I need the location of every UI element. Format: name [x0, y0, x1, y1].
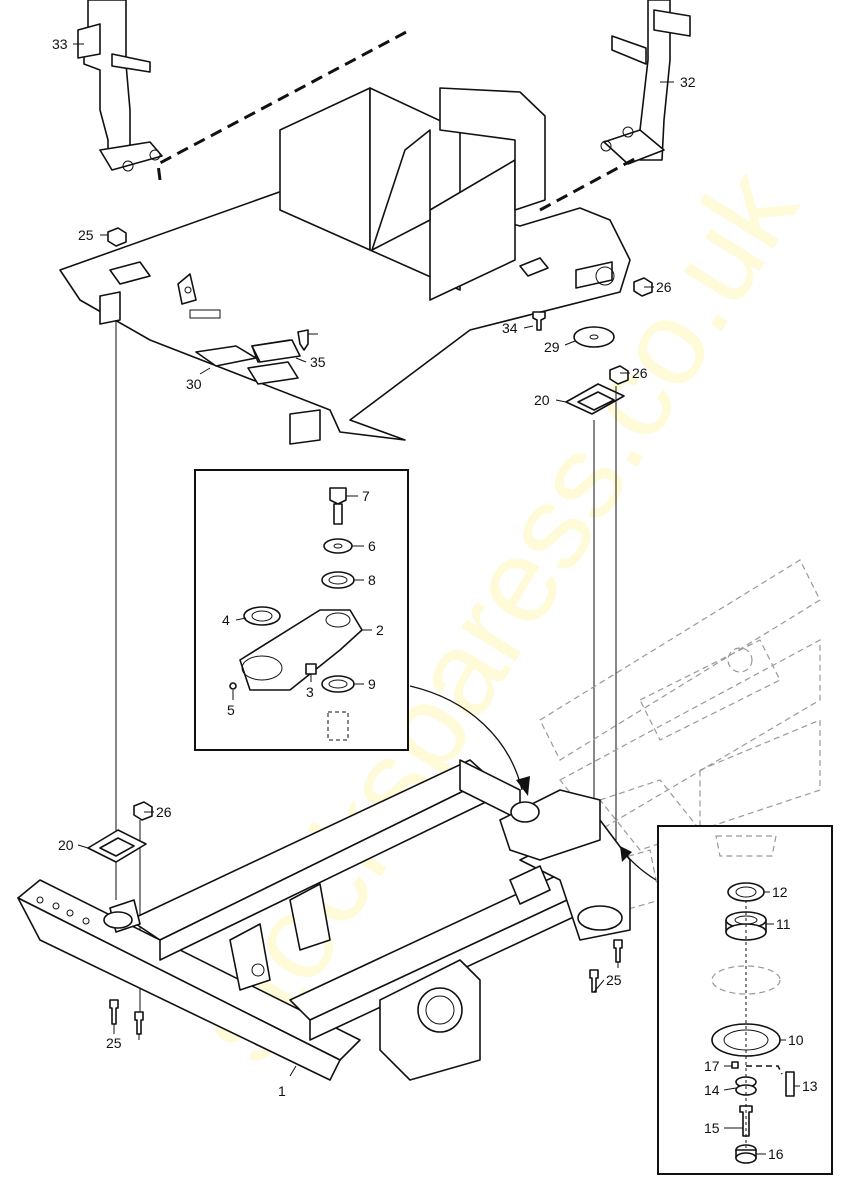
callout-20-upper: 20: [534, 392, 550, 408]
callout-13: 13: [802, 1078, 818, 1094]
alignment-line-left: [156, 28, 411, 181]
callout-25-left: 25: [106, 1035, 122, 1051]
callout-3: 3: [306, 684, 314, 700]
callout-31: 32: [680, 74, 696, 90]
callout-10: 10: [788, 1032, 804, 1048]
callout-16: 16: [768, 1146, 784, 1162]
callout-6: 6: [368, 538, 376, 554]
callout-29: 29: [544, 339, 560, 355]
callout-20-lower: 20: [58, 837, 74, 853]
seat-post-right: [600, 0, 691, 165]
callout-7: 7: [362, 488, 370, 504]
inset-mount-assembly: [657, 825, 833, 1175]
callout-30: 30: [186, 376, 202, 392]
callout-26-top-right: 26: [656, 279, 672, 295]
callout-33: 34: [502, 320, 518, 336]
callout-15: 15: [704, 1120, 720, 1136]
seat-post-left: [77, 0, 163, 172]
alignment-line-right: [539, 154, 641, 212]
leader-lines: [73, 43, 800, 1155]
nut-26-lower-left: [133, 801, 153, 821]
floor-platform: [59, 87, 631, 445]
callout-11: 11: [776, 916, 791, 932]
inset-arrow-1-head: [516, 776, 530, 796]
bolt-33: [532, 311, 546, 331]
callout-5: 5: [227, 702, 235, 718]
callout-9: 9: [368, 676, 376, 692]
inset-arrow-2-head: [620, 846, 632, 862]
callout-25-right: 25: [606, 972, 622, 988]
callout-4: 4: [222, 612, 230, 628]
callout-17: 17: [704, 1058, 720, 1074]
nut-26-top-right: [633, 277, 653, 297]
callouts: 33 32 25 26 34 29 35 26 30 20 7 6 8 4 2 …: [52, 36, 818, 1162]
callout-26-lower-left: 26: [156, 804, 172, 820]
mount-plate-20-upper: [565, 383, 625, 415]
callout-12: 12: [772, 884, 788, 900]
callout-26-top-left: 25: [78, 227, 94, 243]
bolts-25-left: [109, 999, 144, 1035]
bolts-25-right: [589, 939, 623, 993]
subframe: [17, 759, 631, 1081]
bolt-35: [297, 329, 309, 351]
washer-29: [573, 326, 615, 348]
callout-34: 35: [310, 354, 326, 370]
callout-1: 1: [278, 1083, 286, 1099]
callout-32: 33: [52, 36, 68, 52]
callout-26-mid-right: 26: [632, 365, 648, 381]
inset-arrow-1: [409, 685, 523, 791]
nut-26-top-left: [107, 227, 127, 247]
nut-26-mid-right: [609, 365, 629, 385]
mount-plate-20-lower: [87, 829, 147, 863]
callout-8: 8: [368, 572, 376, 588]
callout-2: 2: [376, 622, 384, 638]
callout-14: 14: [704, 1082, 720, 1098]
bracket-34: [251, 339, 301, 363]
